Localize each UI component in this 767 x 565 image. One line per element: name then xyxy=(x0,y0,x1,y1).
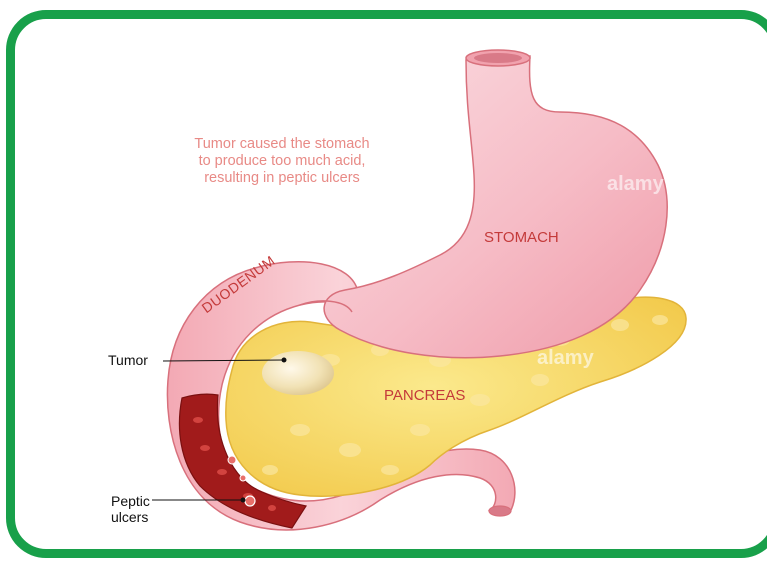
peptic-ulcers-label: Peptic ulcers xyxy=(111,493,150,525)
duodenum-end-opening xyxy=(489,506,511,516)
tumor-mass xyxy=(262,351,334,395)
caption-line: Tumor caused the stomach xyxy=(192,136,372,153)
peptic-label-line2: ulcers xyxy=(111,509,150,525)
stomach-shape xyxy=(324,56,667,358)
caption-line: to produce too much acid, xyxy=(192,153,372,170)
stomach-label: STOMACH xyxy=(484,229,559,246)
watermark: alamy xyxy=(607,173,665,195)
watermark: alamy xyxy=(537,347,595,369)
tumor-label: Tumor xyxy=(108,352,148,368)
peptic-label-line1: Peptic xyxy=(111,493,150,509)
peptic-ulcer-spot xyxy=(228,456,236,464)
peptic-ulcer-spot xyxy=(240,475,246,481)
peptic-ulcer-spot xyxy=(245,496,255,506)
pancreas-label: PANCREAS xyxy=(384,387,465,404)
caption-text: Tumor caused the stomach to produce too … xyxy=(192,136,372,187)
caption-line: resulting in peptic ulcers xyxy=(192,170,372,187)
